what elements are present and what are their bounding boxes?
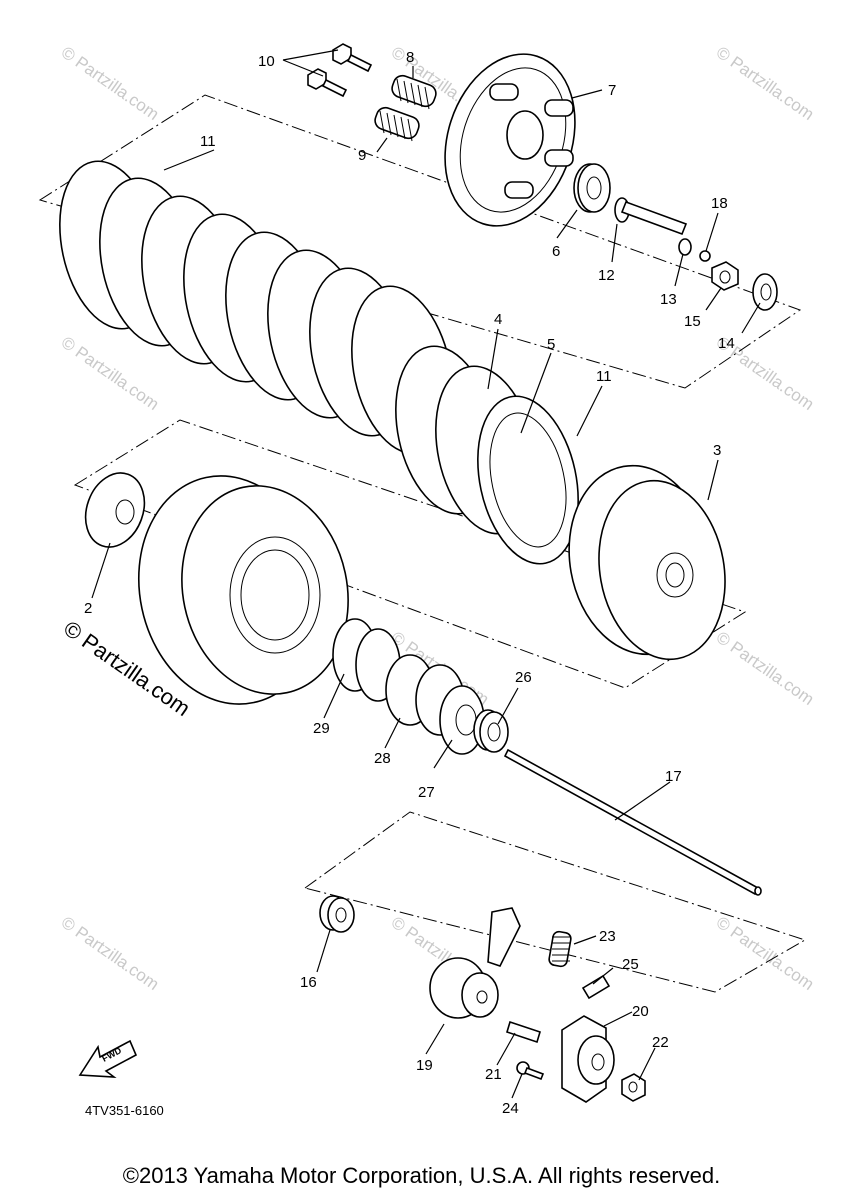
callout-26: 26	[515, 669, 532, 686]
callout-3: 3	[713, 442, 721, 459]
callout-11-bottom: 11	[596, 368, 612, 385]
watermark-text: © Partzilla.com	[713, 913, 818, 994]
push-rod-part-12	[614, 197, 688, 236]
callout-4: 4	[494, 311, 502, 328]
callout-22: 22	[652, 1034, 669, 1051]
callout-10: 10	[258, 53, 275, 70]
callout-9: 9	[358, 147, 366, 164]
pin-part-25	[581, 974, 611, 1000]
watermark-text: © Partzilla.com	[58, 913, 163, 994]
callout-24: 24	[502, 1100, 519, 1117]
callout-19: 19	[416, 1057, 433, 1074]
spring-part-9	[374, 106, 420, 142]
fwd-arrow-icon: FWD	[78, 1039, 138, 1078]
clutch-basket-boundary	[73, 419, 747, 689]
callout-29: 29	[313, 720, 330, 737]
watermark-text: © Partzilla.com	[58, 333, 163, 414]
callout-18: 18	[711, 195, 728, 212]
callout-17: 17	[665, 768, 682, 785]
watermark-text: © Partzilla.com	[58, 43, 163, 124]
o-ring-part-13	[678, 238, 692, 256]
callout-20: 20	[632, 1003, 649, 1020]
collar-part-26	[473, 709, 509, 753]
thrust-washer-part-2	[84, 472, 146, 548]
callout-labels: 10 8 9 7 11 6 12 18 13 15 14 4 5 11 3 2 …	[84, 49, 735, 1117]
callout-14: 14	[718, 335, 735, 352]
nut-part-15	[711, 261, 739, 291]
callout-15: 15	[684, 313, 701, 330]
callout-5: 5	[547, 336, 555, 353]
callout-12: 12	[598, 267, 615, 284]
callout-7: 7	[608, 82, 616, 99]
callout-13: 13	[660, 291, 677, 308]
callout-6: 6	[552, 243, 560, 260]
callout-11-top: 11	[200, 133, 216, 150]
plate-stack-boundary	[38, 94, 802, 389]
push-lever-part-19	[429, 907, 521, 1019]
screw-part-24	[516, 1061, 545, 1081]
spring-part-8	[391, 74, 437, 110]
copyright-notice: ©2013 Yamaha Motor Corporation, U.S.A. A…	[122, 1163, 721, 1188]
diagram-code: 4TV351-6160	[85, 1103, 164, 1118]
callout-21: 21	[485, 1066, 502, 1083]
spring-part-23	[548, 930, 572, 968]
callout-28: 28	[374, 750, 391, 767]
callout-8: 8	[406, 49, 414, 66]
watermark-text: © Partzilla.com	[713, 628, 818, 709]
clutch-housing-gear	[137, 475, 349, 705]
cover-part-20	[561, 1015, 615, 1103]
callout-16: 16	[300, 974, 317, 991]
callout-27: 27	[418, 784, 435, 801]
bearing-part-6	[573, 163, 611, 213]
push-rod-part-17	[503, 748, 762, 896]
clutch-boss-part-3	[568, 464, 726, 661]
nut-part-22	[621, 1073, 646, 1102]
callout-23: 23	[599, 928, 616, 945]
leader-lines	[91, 49, 761, 1099]
friction-plate-stack	[59, 160, 579, 565]
bolt-part-10	[307, 43, 373, 98]
ball-part-18	[699, 250, 711, 262]
callout-25: 25	[622, 956, 639, 973]
oil-seal-part-16	[319, 895, 355, 933]
pressure-plate-part-7	[444, 53, 576, 227]
callout-2: 2	[84, 600, 92, 617]
lock-washer-part-14	[752, 273, 778, 311]
watermark-text: © Partzilla.com	[713, 43, 818, 124]
adjusting-bolt-part-21	[506, 1020, 541, 1044]
